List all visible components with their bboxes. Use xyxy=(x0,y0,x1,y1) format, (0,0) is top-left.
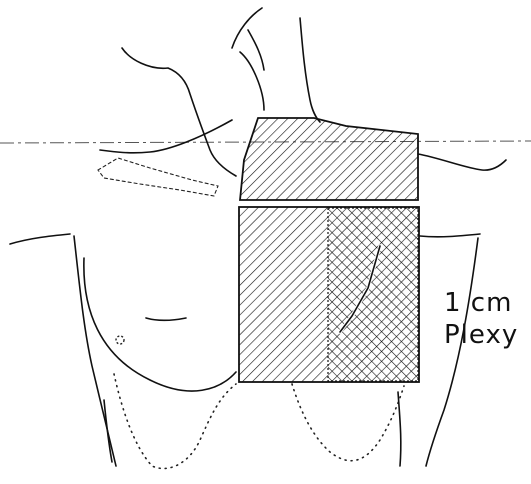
lower-left-vertical xyxy=(104,400,112,462)
neck-outline-right xyxy=(300,18,320,122)
upper-treatment-field xyxy=(240,118,418,200)
left-breast-contour xyxy=(84,258,236,391)
right-shoulder-outline xyxy=(418,154,506,170)
bolus-material-label: Plexy xyxy=(444,322,518,348)
chin-outline xyxy=(122,48,236,176)
left-shoulder-outline xyxy=(100,120,232,153)
right-dotted-breast-outline xyxy=(292,384,404,461)
left-dotted-breast-outline xyxy=(114,374,236,468)
left-chest-contour xyxy=(10,234,116,466)
right-chest-contour xyxy=(420,234,480,466)
plexy-bolus-region xyxy=(328,208,418,381)
neck-outline-left xyxy=(232,8,264,110)
nipple-mark xyxy=(116,336,124,344)
bolus-thickness-label: 1 cm xyxy=(444,290,512,316)
clavicle-dotted-outline xyxy=(98,158,218,196)
left-breast-lower-contour xyxy=(146,318,186,320)
lower-right-vertical xyxy=(398,392,401,466)
